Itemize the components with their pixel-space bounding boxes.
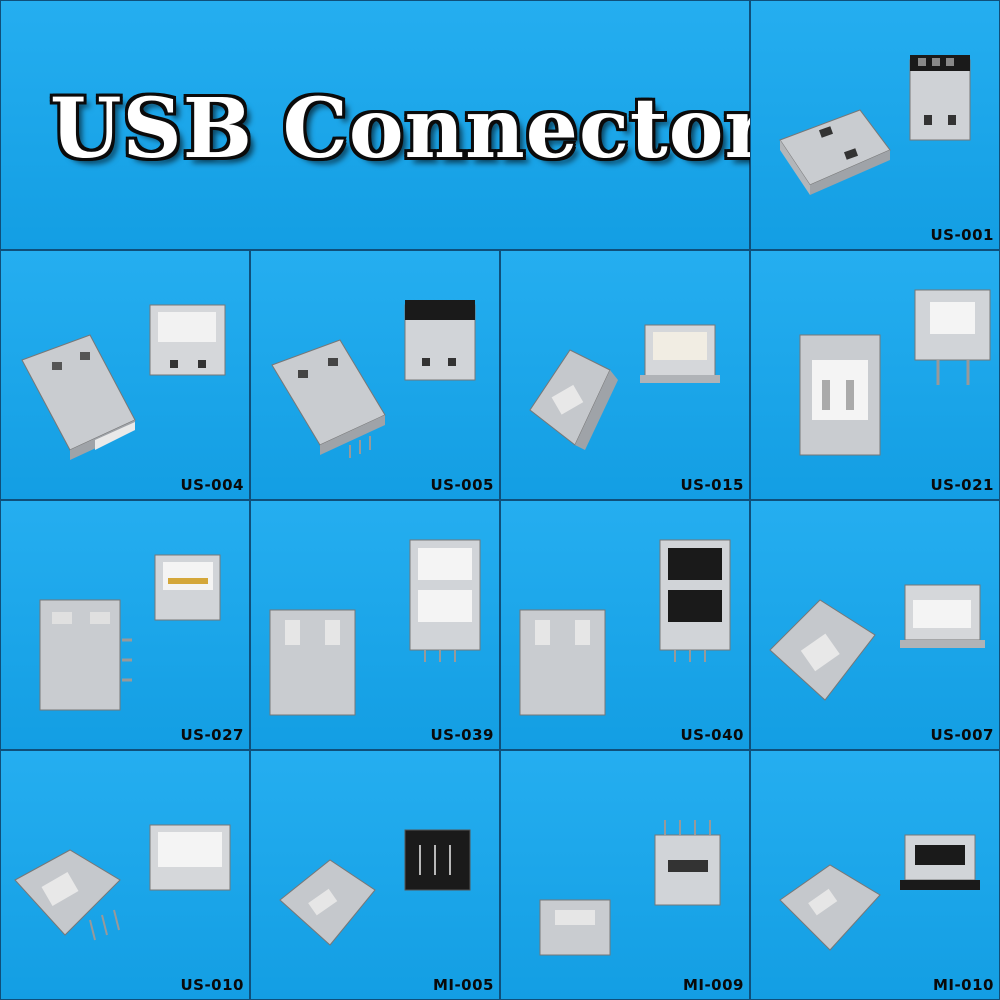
product-code-label: US-004 [180, 476, 244, 494]
usb-b-female-connector-icon [799, 289, 991, 456]
product-code-label: US-001 [930, 226, 994, 244]
title-panel: USB Connector [0, 0, 768, 250]
product-code-label: US-021 [930, 476, 994, 494]
product-cell-us-040: US-040 [500, 500, 750, 750]
usb-a-double-stack-connector-icon [519, 539, 731, 716]
page-title: USB Connector [50, 81, 769, 177]
usb-a-male-connector-icon [271, 300, 476, 458]
mini-usb-connector-icon [279, 829, 471, 946]
usb-a-female-connector-icon [14, 824, 231, 941]
product-cell-us-001: US-001 [750, 0, 1000, 250]
mini-usb-connector-icon [779, 834, 980, 951]
usb-a-double-stack-connector-icon [269, 539, 481, 716]
product-cell-us-007: US-007 [750, 500, 1000, 750]
usb-a-female-connector-icon [769, 584, 985, 701]
product-code-label: US-007 [930, 726, 994, 744]
product-code-label: US-015 [680, 476, 744, 494]
product-cell-mi-010: MI-010 [750, 750, 1000, 1000]
usb-a-female-connector-icon [529, 324, 720, 450]
product-code-label: US-010 [180, 976, 244, 994]
product-cell-us-039: US-039 [250, 500, 500, 750]
product-cell-us-021: US-021 [750, 250, 1000, 500]
product-cell-us-015: US-015 [500, 250, 750, 500]
product-cell-us-005: US-005 [250, 250, 500, 500]
product-code-label: US-005 [430, 476, 494, 494]
product-cell-mi-009: MI-009 [500, 750, 750, 1000]
product-cell-us-004: US-004 [0, 250, 250, 500]
product-code-label: US-040 [680, 726, 744, 744]
usb-a-female-vertical-connector-icon [39, 554, 221, 711]
product-code-label: US-039 [430, 726, 494, 744]
product-cell-us-010: US-010 [0, 750, 250, 1000]
product-code-label: MI-009 [682, 976, 744, 994]
product-cell-us-027: US-027 [0, 500, 250, 750]
usb-a-male-connector-icon [779, 55, 971, 195]
product-code-label: MI-005 [432, 976, 494, 994]
product-code-label: US-027 [180, 726, 244, 744]
usb-a-male-connector-icon [21, 304, 226, 460]
mini-usb-connector-icon [539, 820, 721, 956]
product-code-label: MI-010 [932, 976, 994, 994]
product-cell-mi-005: MI-005 [250, 750, 500, 1000]
